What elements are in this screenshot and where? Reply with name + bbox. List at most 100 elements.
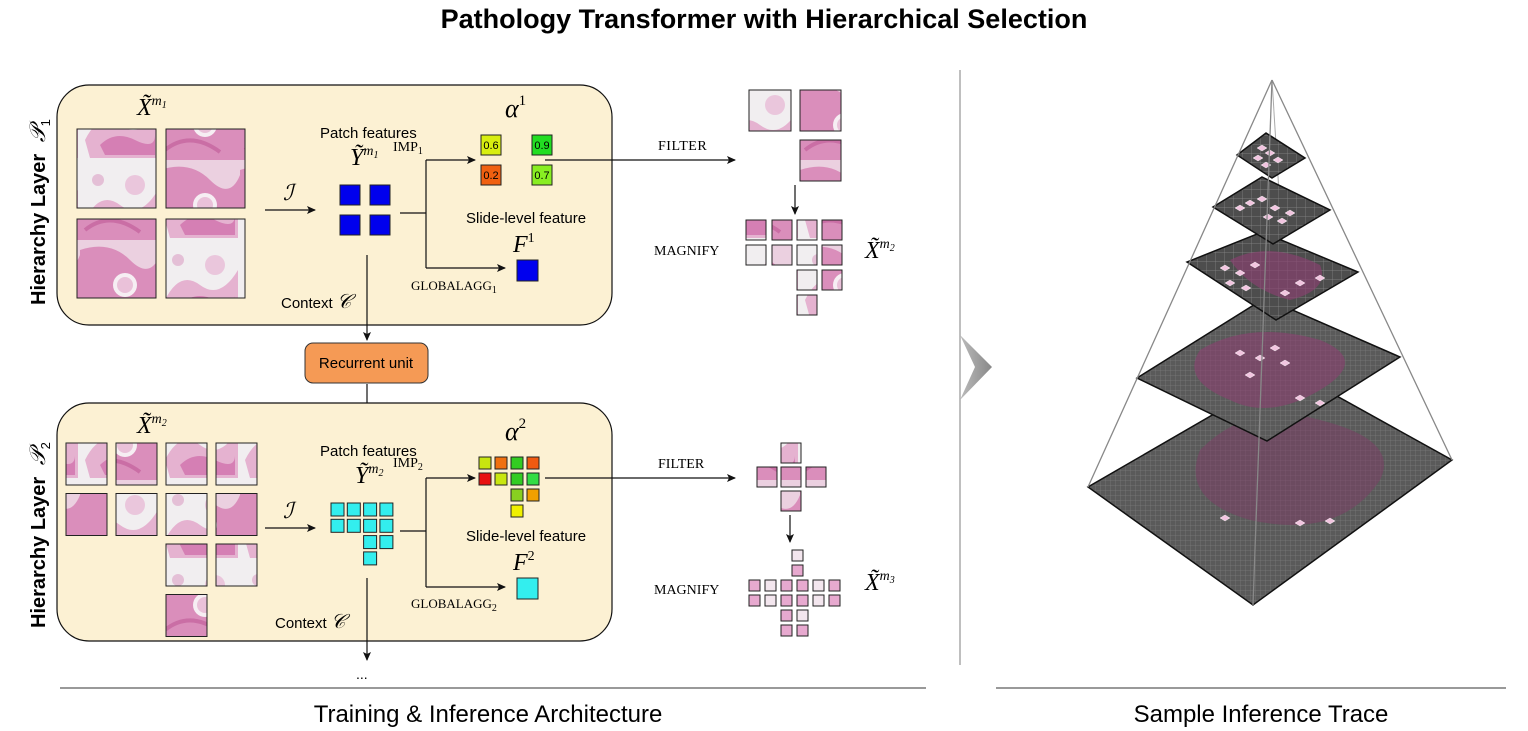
patch-image [780,442,802,464]
magnify-label-2: MAGNIFY [654,583,719,598]
selected-patch-cell [1294,279,1306,287]
importance-score-cell [526,456,540,470]
alpha-label: α1 [505,93,526,123]
importance-score-cell [510,472,524,486]
patch-image [165,218,246,299]
selected-patch-cell [1224,279,1236,287]
importance-score-cell [478,456,492,470]
selected-patch-cell [1276,217,1288,225]
selected-patch-cell [1249,261,1261,269]
filtered-patches-2 [756,442,827,512]
inference-pyramid [1086,79,1454,606]
patch-image [771,219,793,241]
patch-image [165,543,208,587]
patch-feature-square [339,214,361,236]
patch-features-symbol: Ỹm2 [355,462,383,489]
selected-patch-cell [1240,284,1252,292]
filtered-patches-1 [748,89,842,182]
selected-patch-cell [1269,204,1281,212]
selected-patch-cell [1256,195,1268,203]
magnify-label-1: MAGNIFY [654,244,719,259]
patch-image [791,564,804,577]
selected-patch-cell [1284,209,1296,217]
patch-image [745,244,767,266]
patch-image [115,493,158,536]
patch-image [165,594,208,637]
patch-image [796,244,818,266]
selected-patch-cell [1272,156,1284,164]
ellipsis: ... [356,666,368,682]
patch-image [799,139,842,182]
tissue-overlay [1194,332,1345,408]
magnified-patches-2 [748,549,841,637]
patch-feature-square [369,214,391,236]
globalagg-label: GLOBALAGG2 [411,596,497,614]
filter-label-1: FILTER [658,139,707,154]
chevron-right-icon [960,335,992,400]
patch-image [748,594,761,607]
importance-score-cell [494,472,508,486]
hierarchy-layer-2: Hierarchy Layer 𝒫2 X̃m2 ℐ Patch features… [25,402,613,642]
patch-image [812,579,825,592]
selected-patch-cell [1234,269,1246,277]
patch-image [796,219,818,241]
patch-image [771,244,793,266]
layer-1-input-label: X̃m1 [136,94,167,121]
importance-score-value: 0.7 [534,170,549,182]
importance-score-cell [531,134,553,156]
recurrent-unit: Recurrent unit [304,342,429,384]
pyramid-level-2 [1211,176,1332,245]
importance-score-cell [480,164,502,186]
patch-image [799,89,842,132]
importance-score-cell [510,488,524,502]
slide-level-feature-label: Slide-level feature [466,210,586,227]
selected-patch-cell [1244,371,1256,379]
hierarchy-layer-1: Hierarchy Layer 𝒫1 X̃m1 ℐ Patch features… [25,84,613,326]
patch-feature-grid [339,184,391,236]
imp-label: IMP2 [393,456,423,473]
page-title: Pathology Transformer with Hierarchical … [441,4,1088,34]
patch-image [764,579,777,592]
patch-features-symbol: Ỹm1 [350,144,378,171]
patch-image [65,442,108,486]
patch-feature-square [330,502,345,517]
patch-image [780,579,793,592]
branch-line [400,478,427,587]
patch-image [796,294,818,316]
patch-image [821,219,843,241]
patch-feature-square [363,535,378,550]
recurrent-unit-label: Recurrent unit [319,355,414,372]
importance-score-cell [526,472,540,486]
pyramid-edge [1252,79,1273,606]
patch-image [780,466,802,488]
patch-image [821,269,843,291]
patch-feature-square [379,518,394,533]
patch-feature-square [346,502,361,517]
importance-score-cell [510,456,524,470]
selected-patch-cell [1234,204,1246,212]
filter-label-2: FILTER [658,457,705,472]
magnified-patches-1 [745,219,843,316]
patch-image [165,128,246,209]
patch-image [828,579,841,592]
importance-score-cell [478,472,492,486]
importance-score-value: 0.2 [483,170,498,182]
patch-feature-square [379,535,394,550]
patch-image [780,624,793,637]
slide-feature-square [516,259,539,282]
selected-patch-cell [1219,514,1231,522]
patch-image [748,579,761,592]
patch-feature-square [379,502,394,517]
patch-image [115,442,158,486]
patch-feature-square [363,502,378,517]
patch-image [76,128,157,209]
importance-score-cell [510,504,524,518]
patch-image [796,579,809,592]
selected-patch-cell [1234,349,1246,357]
selected-patches [1219,144,1336,527]
selected-patch-cell [1262,213,1274,221]
patch-image [780,594,793,607]
